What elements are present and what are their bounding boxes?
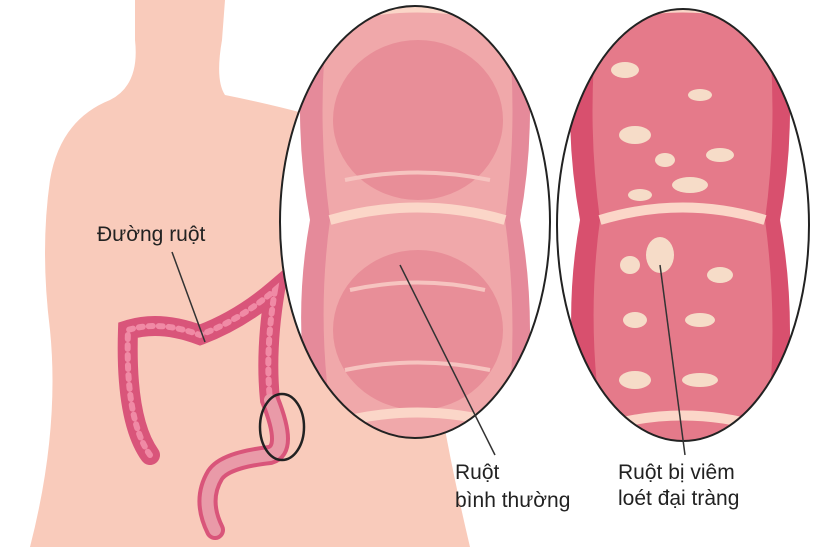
inflamed-leader-line bbox=[659, 264, 686, 456]
ulcer-lesions bbox=[611, 62, 734, 389]
normal-leader-line bbox=[399, 264, 496, 456]
label-inflamed-line2: loét đại tràng bbox=[618, 487, 740, 510]
label-intestine: Đường ruột bbox=[97, 223, 206, 246]
normal-intestine-view bbox=[280, 6, 550, 438]
label-inflamed-line1: Ruột bị viêm bbox=[618, 461, 735, 484]
label-normal-line1: Ruột bbox=[455, 461, 500, 484]
intestine-leader-line bbox=[171, 251, 206, 343]
colon bbox=[117, 264, 290, 540]
magnify-circle bbox=[258, 392, 306, 462]
inflamed-intestine-view bbox=[557, 9, 809, 441]
label-normal-line2: bình thường bbox=[455, 489, 571, 512]
